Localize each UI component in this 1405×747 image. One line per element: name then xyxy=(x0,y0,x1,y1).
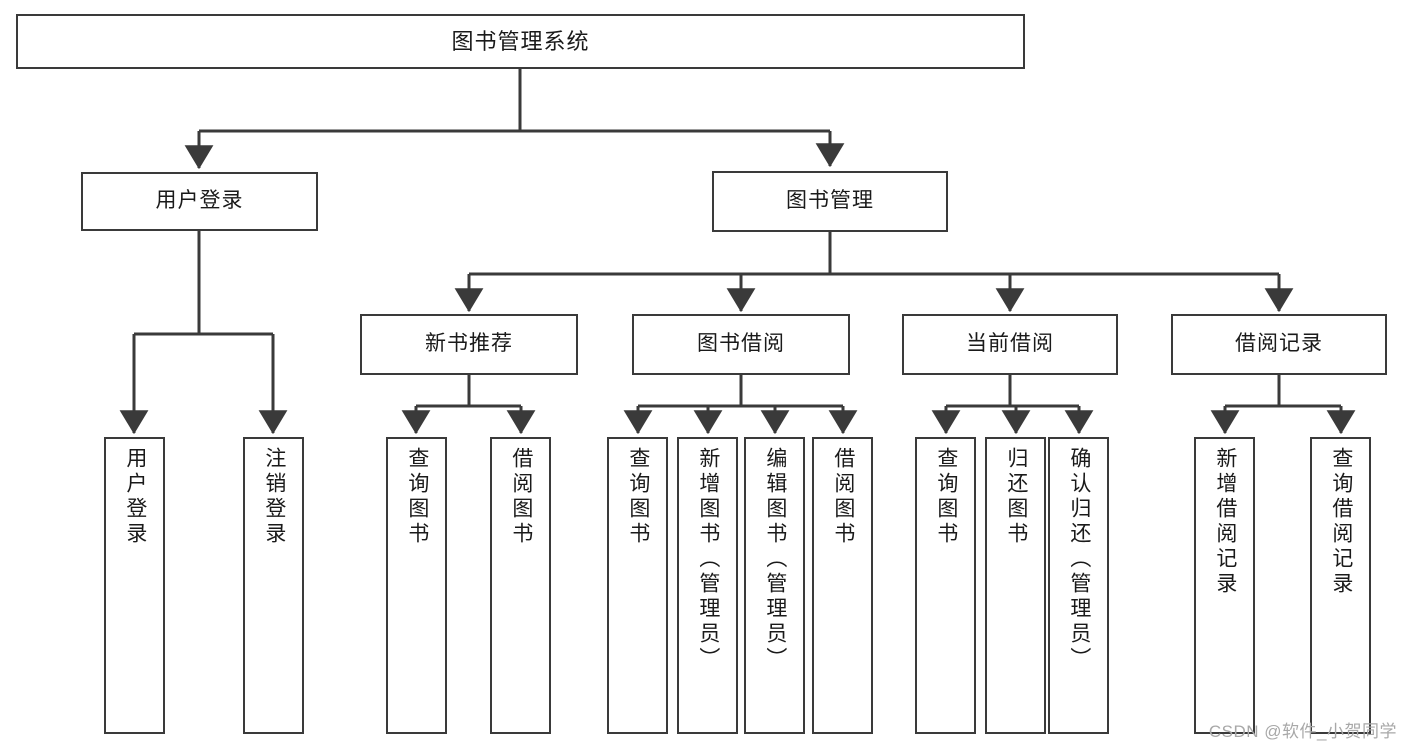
node-label: 查询借阅记录 xyxy=(1329,447,1353,597)
node-label: 图书管理 xyxy=(786,189,874,213)
node-label: 图书管理系统 xyxy=(451,28,590,54)
node-label: 新书推荐 xyxy=(425,332,513,356)
node-new-book-recommend[interactable]: 新书推荐 xyxy=(360,314,578,375)
node-label: 借阅图书 xyxy=(509,447,533,547)
node-borrow-record[interactable]: 借阅记录 xyxy=(1171,314,1387,375)
leaf-query-book-recommend[interactable]: 查询图书 xyxy=(386,437,447,734)
node-label: 图书借阅 xyxy=(697,332,785,356)
node-label: 注销登录 xyxy=(262,447,286,547)
node-current-borrow[interactable]: 当前借阅 xyxy=(902,314,1118,375)
leaf-borrow-book-recommend[interactable]: 借阅图书 xyxy=(490,437,551,734)
leaf-edit-book-admin[interactable]: 编辑图书（管理员） xyxy=(744,437,805,734)
node-label: 新增图书（管理员） xyxy=(696,447,720,672)
leaf-query-book-current[interactable]: 查询图书 xyxy=(915,437,976,734)
node-book-borrow[interactable]: 图书借阅 xyxy=(632,314,850,375)
node-label: 新增借阅记录 xyxy=(1213,447,1237,597)
node-label: 查询图书 xyxy=(405,447,429,547)
watermark-text: CSDN @软件_小贺同学 xyxy=(1208,722,1397,741)
node-label: 编辑图书（管理员） xyxy=(763,447,787,672)
leaf-query-borrow-record[interactable]: 查询借阅记录 xyxy=(1310,437,1371,734)
leaf-return-book[interactable]: 归还图书 xyxy=(985,437,1046,734)
leaf-add-book-admin[interactable]: 新增图书（管理员） xyxy=(677,437,738,734)
node-book-management[interactable]: 图书管理 xyxy=(712,171,948,232)
leaf-confirm-return-admin[interactable]: 确认归还（管理员） xyxy=(1048,437,1109,734)
leaf-borrow-book[interactable]: 借阅图书 xyxy=(812,437,873,734)
node-label: 借阅图书 xyxy=(831,447,855,547)
leaf-logout[interactable]: 注销登录 xyxy=(243,437,304,734)
node-label: 借阅记录 xyxy=(1235,332,1323,356)
node-label: 用户登录 xyxy=(123,447,147,547)
node-label: 用户登录 xyxy=(155,189,244,213)
node-label: 当前借阅 xyxy=(966,332,1054,356)
node-label: 查询图书 xyxy=(626,447,650,547)
node-user-login[interactable]: 用户登录 xyxy=(81,172,318,231)
node-root-system[interactable]: 图书管理系统 xyxy=(16,14,1025,69)
leaf-add-borrow-record[interactable]: 新增借阅记录 xyxy=(1194,437,1255,734)
leaf-user-login[interactable]: 用户登录 xyxy=(104,437,165,734)
node-label: 归还图书 xyxy=(1004,447,1028,547)
node-label: 查询图书 xyxy=(934,447,958,547)
leaf-query-book-borrow[interactable]: 查询图书 xyxy=(607,437,668,734)
node-label: 确认归还（管理员） xyxy=(1067,447,1091,672)
